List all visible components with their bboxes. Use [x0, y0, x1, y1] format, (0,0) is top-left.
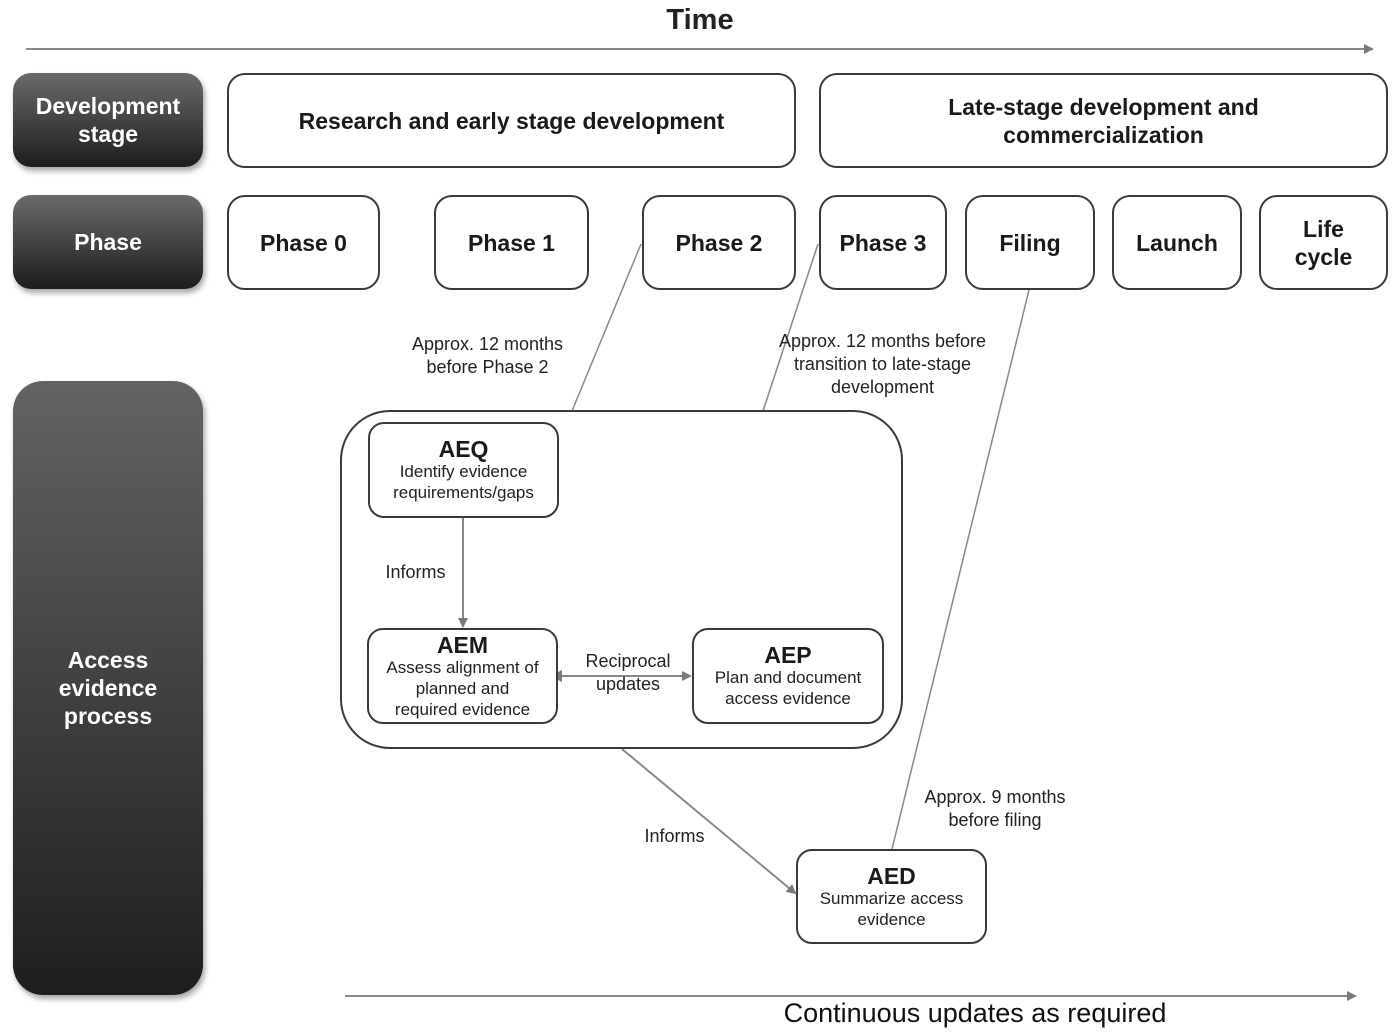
process-description: Identify evidence requirements/gaps: [393, 462, 534, 502]
stage-label: Research and early stage development: [298, 107, 725, 134]
time-title: Time: [666, 4, 734, 36]
annotation-before-filing: Approx. 9 months before filing: [924, 787, 1066, 830]
process-code: AEM: [436, 631, 489, 658]
phase-label: Phase 1: [468, 229, 555, 256]
phase-life-cycle: Life cycle: [1259, 195, 1388, 290]
process-aed: AED Summarize access evidence: [796, 849, 987, 944]
process-aem: AEM Assess alignment of planned and requ…: [367, 628, 558, 724]
process-description: Plan and document access evidence: [714, 668, 862, 708]
process-aep: AEP Plan and document access evidence: [692, 628, 884, 724]
row-label-text: Development stage: [35, 93, 181, 147]
phase-0: Phase 0: [227, 195, 380, 290]
container-to-aed-arrow: [621, 748, 797, 895]
phase-label: Life cycle: [1294, 215, 1353, 270]
label-reciprocal-updates: Reciprocal updates: [585, 651, 671, 694]
process-code: AEP: [764, 642, 812, 668]
phase-launch: Launch: [1112, 195, 1242, 290]
stage-label: Late-stage development and commercializa…: [948, 93, 1259, 148]
annotation-before-phase2: Approx. 12 months before Phase 2: [411, 334, 564, 377]
row-label-phase: Phase: [13, 195, 203, 289]
phase-filing: Filing: [965, 195, 1095, 290]
annotation-before-late-stage: Approx. 12 months before transition to l…: [778, 331, 987, 397]
footer-continuous-updates: Continuous updates as required: [783, 998, 1167, 1028]
stage-late-commercialization: Late-stage development and commercializa…: [819, 73, 1388, 168]
process-description: Summarize access evidence: [819, 888, 964, 929]
row-label-access-evidence-process: Access evidence process: [13, 381, 203, 995]
phase-1: Phase 1: [434, 195, 589, 290]
process-description: Assess alignment of planned and required…: [386, 657, 539, 719]
phase-2: Phase 2: [642, 195, 796, 290]
phase-label: Launch: [1136, 229, 1218, 256]
process-container: [340, 410, 903, 749]
phase-label: Phase 2: [675, 229, 763, 256]
phase-label: Filing: [999, 229, 1061, 256]
row-label-text: Access evidence process: [58, 647, 158, 729]
process-aeq: AEQ Identify evidence requirements/gaps: [368, 422, 559, 518]
process-code: AED: [867, 862, 916, 889]
process-code: AEQ: [438, 436, 489, 462]
phase-3: Phase 3: [819, 195, 947, 290]
phase-label: Phase 0: [260, 229, 347, 256]
row-label-text: Phase: [74, 229, 142, 255]
label-informs-aed: Informs: [644, 826, 705, 846]
row-label-development-stage: Development stage: [13, 73, 203, 167]
label-informs-aeq-aem: Informs: [385, 562, 446, 582]
stage-research-early: Research and early stage development: [227, 73, 796, 168]
phase-label: Phase 3: [839, 229, 927, 256]
